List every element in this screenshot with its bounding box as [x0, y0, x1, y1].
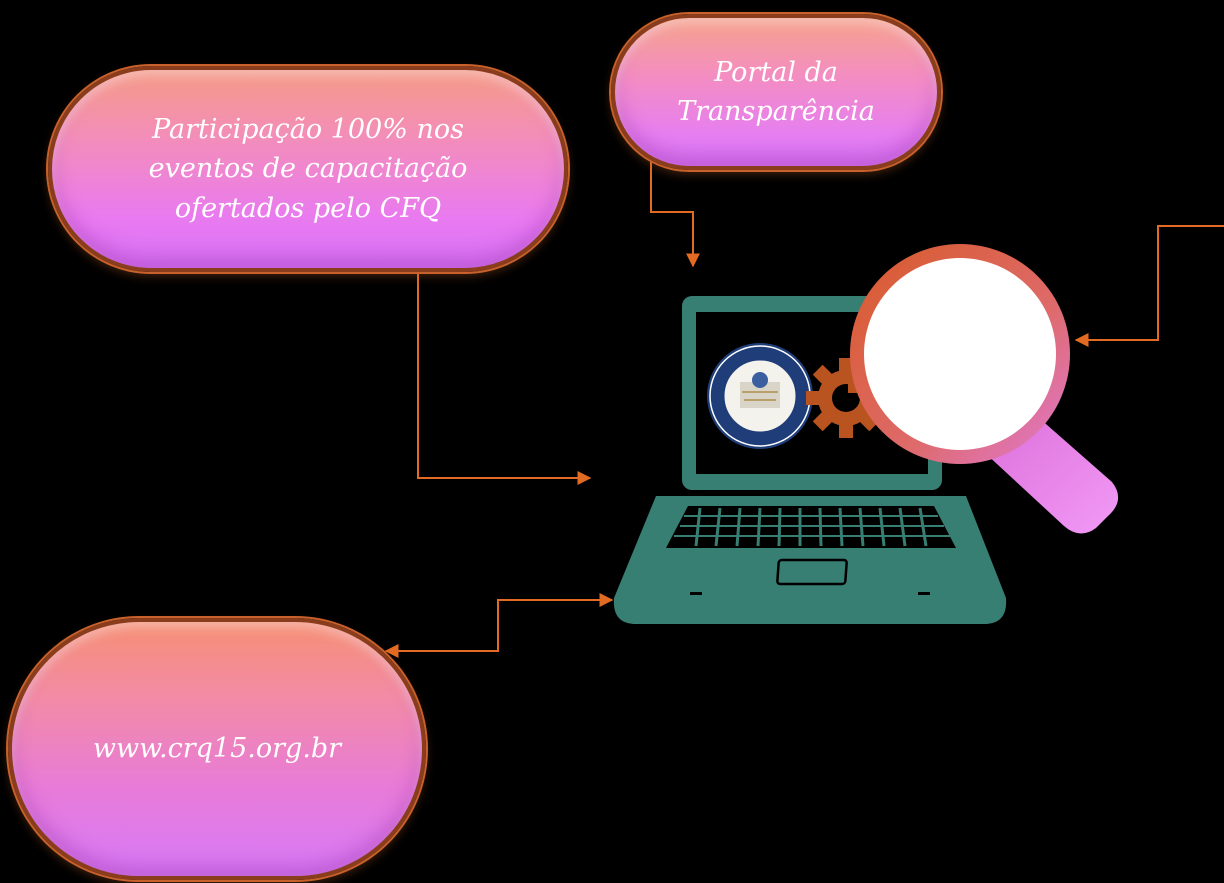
participacao-line-2: eventos de capacitação [148, 153, 468, 185]
website-label[interactable]: www.crq15.org.br [92, 733, 342, 765]
connector-laptop-site [384, 593, 614, 658]
magnifier-icon [850, 244, 1119, 534]
node-portal-transparencia[interactable]: Portal da Transparência [611, 14, 941, 170]
portal-line-1: Portal da [714, 56, 838, 88]
participacao-line-1: Participação 100% nos [152, 114, 464, 146]
connector-portal-laptop [650, 162, 700, 268]
node-participacao-capacitacao: Participação 100% nos eventos de capacit… [48, 66, 568, 272]
portal-line-2: Transparência [677, 96, 875, 127]
connector-participacao-laptop [417, 272, 592, 485]
node-website-link[interactable]: www.crq15.org.br [8, 618, 426, 880]
crq-seal-logo [707, 343, 813, 449]
connector-right-magnifier [1074, 225, 1224, 347]
participacao-line-3: ofertados pelo CFQ [174, 192, 442, 224]
